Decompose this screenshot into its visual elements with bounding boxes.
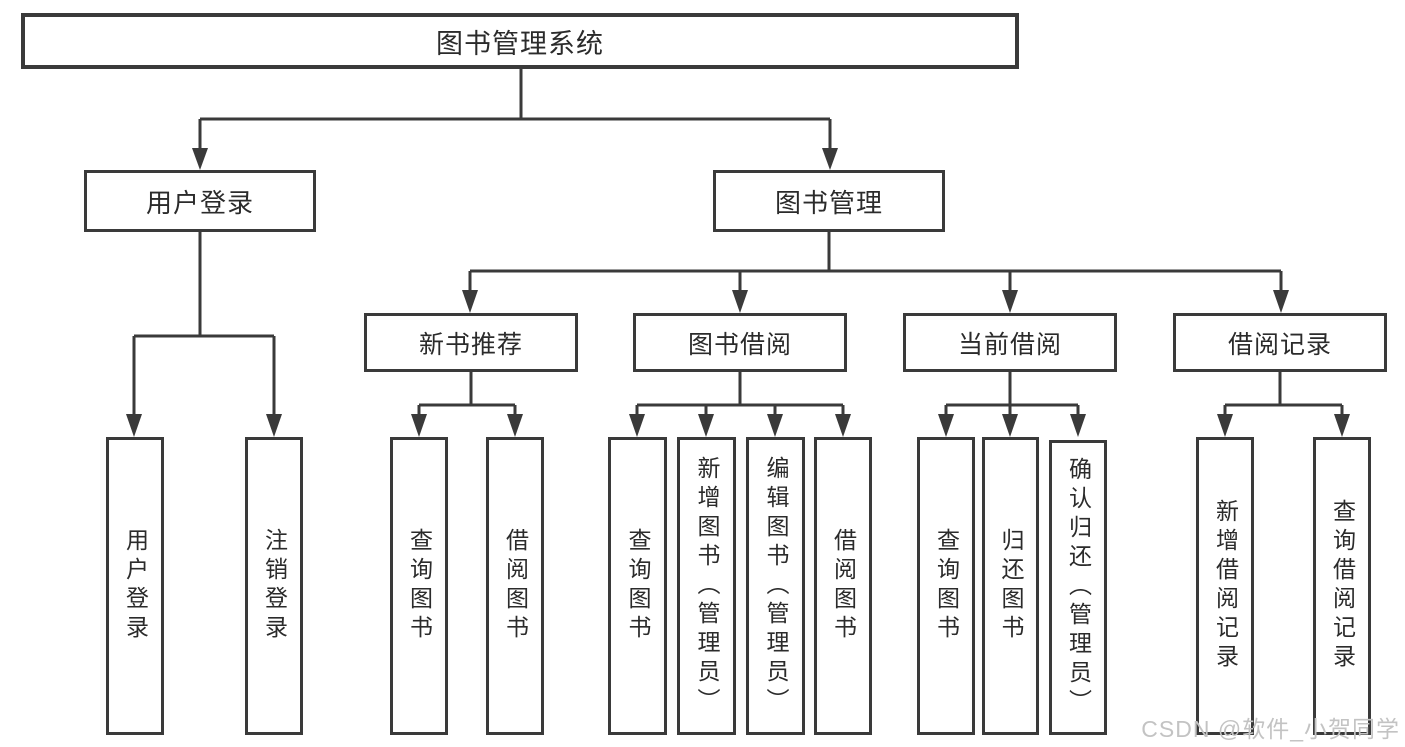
node-leaf-logout: 注销登录 <box>245 437 303 735</box>
node-leaf-query-borrow-record: 查询借阅记录 <box>1313 437 1371 735</box>
node-new-book-recommendation: 新书推荐 <box>364 313 578 372</box>
node-book-borrowing: 图书借阅 <box>633 313 847 372</box>
node-leaf-add-borrow-record: 新增借阅记录 <box>1196 437 1254 735</box>
node-current-borrowing: 当前借阅 <box>903 313 1117 372</box>
node-leaf-edit-books-admin: 编辑图书（管理员） <box>746 437 805 735</box>
node-leaf-confirm-return-admin: 确认归还（管理员） <box>1049 440 1107 735</box>
node-leaf-query-books: 查询图书 <box>390 437 448 735</box>
node-leaf-query-books-2: 查询图书 <box>608 437 667 735</box>
node-library-management-system: 图书管理系统 <box>21 13 1019 69</box>
node-leaf-borrow-books: 借阅图书 <box>486 437 544 735</box>
node-leaf-return-books: 归还图书 <box>982 437 1039 735</box>
node-leaf-query-books-3: 查询图书 <box>917 437 975 735</box>
node-leaf-borrow-books-2: 借阅图书 <box>814 437 872 735</box>
node-book-management: 图书管理 <box>713 170 945 232</box>
node-user-login: 用户登录 <box>84 170 316 232</box>
csdn-watermark: CSDN @软件_小贺同学 <box>1141 716 1400 742</box>
node-leaf-user-login: 用户登录 <box>106 437 164 735</box>
node-leaf-add-books-admin: 新增图书（管理员） <box>677 437 736 735</box>
node-borrowing-records: 借阅记录 <box>1173 313 1387 372</box>
